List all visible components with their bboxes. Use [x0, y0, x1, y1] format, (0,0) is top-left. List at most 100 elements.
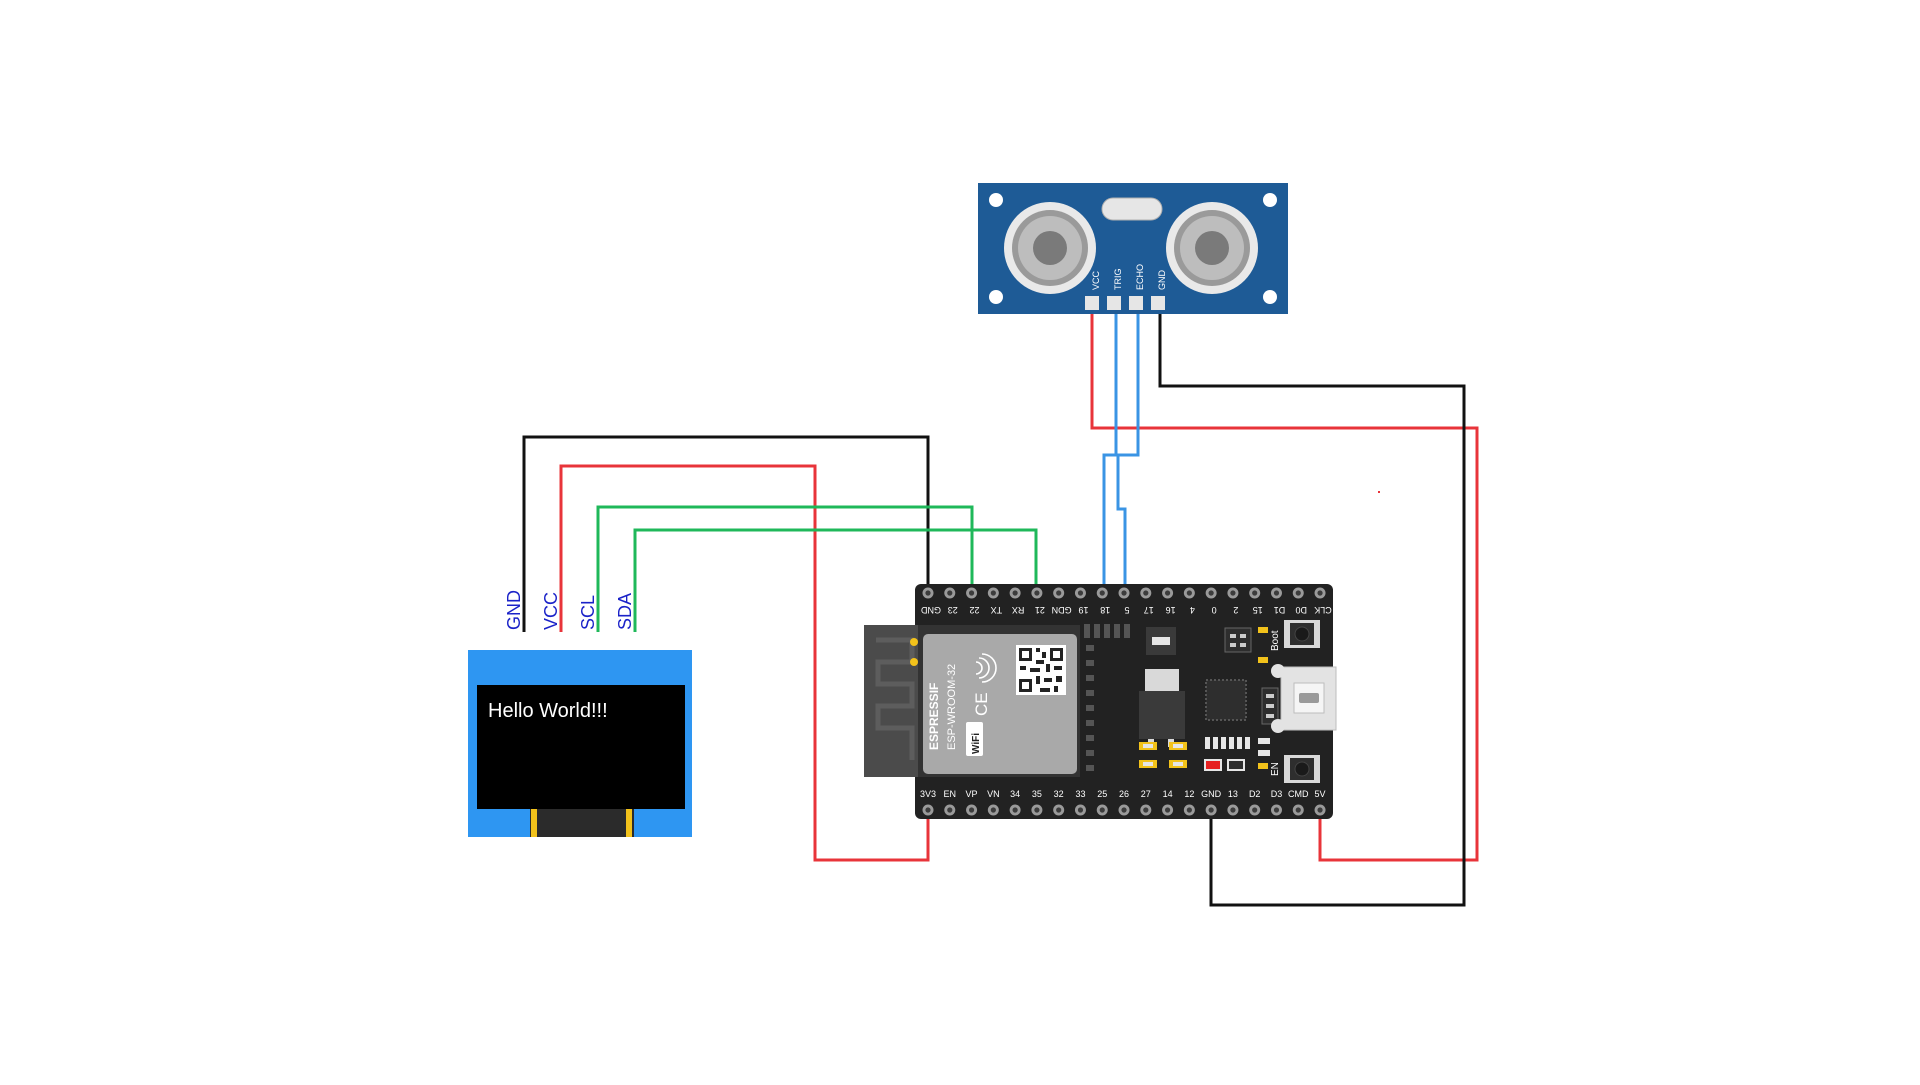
top-pin-label: RX	[1012, 605, 1025, 615]
voltage-regulator	[1145, 669, 1179, 691]
transducer-left	[1004, 202, 1096, 294]
onboard-components	[1139, 627, 1279, 771]
top-pin-label: D1	[1274, 605, 1286, 615]
bottom-pin-hole	[1099, 807, 1105, 813]
en-label: EN	[1270, 762, 1281, 776]
bottom-pin-hole	[1056, 807, 1062, 813]
ultrasonic-pin-vcc	[1085, 296, 1099, 310]
ultrasonic-pin-echo	[1129, 296, 1143, 310]
bottom-pin-hole	[1295, 807, 1301, 813]
bottom-pin-label: D3	[1271, 789, 1283, 799]
mounting-hole	[989, 290, 1003, 304]
bottom-pin-label: 27	[1141, 789, 1151, 799]
top-pin-hole	[1121, 590, 1127, 596]
bottom-pin-hole	[1252, 807, 1258, 813]
ultrasonic-pin-gnd	[1151, 296, 1165, 310]
bottom-pin-hole	[1034, 807, 1040, 813]
wifi-badge	[966, 722, 983, 756]
bottom-pin-label: 32	[1054, 789, 1064, 799]
top-pin-label: 16	[1166, 605, 1176, 615]
module-antenna	[864, 625, 924, 777]
top-pin-label: 18	[1100, 605, 1110, 615]
bottom-pin-label: VN	[987, 789, 1000, 799]
top-pin-label: TX	[991, 605, 1003, 615]
ultrasonic-pin-label-gnd: GND	[1157, 270, 1167, 291]
oled-screen-text: Hello World!!!	[488, 700, 608, 722]
bottom-pin-hole	[1273, 807, 1280, 813]
bottom-pin-label: 14	[1163, 789, 1173, 799]
top-pin-label: 15	[1253, 605, 1263, 615]
bottom-pin-hole	[925, 807, 931, 813]
top-pin-hole	[1295, 590, 1301, 596]
wire-ultrasonic-gnd	[1158, 313, 1466, 907]
top-pin-label: 23	[948, 605, 958, 615]
usb-uart-chip	[1205, 679, 1247, 721]
top-pin-label: 19	[1078, 605, 1088, 615]
top-pin-hole	[1077, 590, 1084, 596]
wifi-signal-icon	[975, 653, 997, 683]
en-reset-button[interactable]	[1284, 755, 1320, 783]
ultrasonic-pin-label-echo: ECHO	[1135, 264, 1145, 290]
top-pin-hole	[1034, 590, 1040, 596]
qr-code-icon	[1016, 645, 1066, 695]
ultrasonic-pin-label-trig: TRIG	[1113, 269, 1123, 291]
transducer-right	[1166, 202, 1258, 294]
ultrasonic-pin-trig	[1107, 296, 1121, 310]
top-pin-label: D0	[1296, 605, 1308, 615]
module-side-pads	[1084, 624, 1130, 771]
top-pin-label: 17	[1144, 605, 1154, 615]
top-pin-hole	[1012, 590, 1018, 596]
boot-button[interactable]	[1284, 620, 1320, 648]
bottom-pin-label: 35	[1032, 789, 1042, 799]
esp-wroom-module: ESPRESSIF ESP-WROOM-32 WiFi CE	[910, 625, 1080, 777]
bottom-pin-label: 25	[1097, 789, 1107, 799]
bottom-pin-hole	[990, 807, 996, 813]
bottom-pin-label: 13	[1228, 789, 1238, 799]
bottom-pin-label: 34	[1010, 789, 1020, 799]
bottom-pin-label: CMD	[1288, 789, 1309, 799]
top-pin-hole	[1186, 590, 1192, 596]
module-brand: ESPRESSIF	[927, 683, 941, 750]
wire-ultrasonic-vcc	[1090, 313, 1479, 862]
top-pin-hole	[947, 590, 953, 596]
wire-oled-gnd	[522, 435, 930, 632]
top-pin-label: GND	[921, 605, 942, 615]
top-pin-hole	[1252, 590, 1258, 596]
top-pin-hole	[1273, 590, 1280, 596]
top-pin-label: 0	[1212, 605, 1217, 615]
oled-pin-labels: GND VCC SCL SDA	[504, 590, 635, 630]
oled-pin-label-gnd: GND	[504, 590, 524, 630]
oled-pin-label-sda: SDA	[615, 593, 635, 630]
oled-ribbon	[530, 809, 634, 837]
bottom-pin-label: 5V	[1315, 789, 1326, 799]
oled-screen	[477, 685, 685, 809]
wires	[522, 313, 1479, 907]
power-led	[1204, 759, 1222, 771]
bottom-pin-hole	[1186, 807, 1192, 813]
top-pin-hole	[990, 590, 996, 596]
ultrasonic-pin-label-vcc: VCC	[1091, 270, 1101, 290]
top-pin-label: 21	[1035, 605, 1045, 615]
bottom-pin-label: D2	[1249, 789, 1261, 799]
module-indicator-dot	[910, 638, 918, 646]
micro-usb-port[interactable]	[1271, 664, 1337, 733]
oled-ribbon-edge-right	[626, 809, 632, 837]
smd-capacitors	[1139, 742, 1187, 768]
bottom-pin-hole	[968, 807, 975, 813]
wire-oled-sda	[633, 528, 1038, 632]
module-model: ESP-WROOM-32	[946, 664, 958, 750]
ultrasonic-sensor: VCC TRIG ECHO GND	[978, 183, 1288, 314]
top-pin-label: GDN	[1052, 605, 1072, 615]
top-pin-hole	[1164, 590, 1171, 596]
wire-oled-vcc	[559, 464, 930, 862]
bottom-pin-label: 12	[1184, 789, 1194, 799]
top-pin-hole	[1143, 590, 1149, 596]
oled-pin-label-vcc: VCC	[541, 592, 561, 630]
bottom-pin-hole	[1164, 807, 1171, 813]
top-pin-label: CLK	[1314, 605, 1332, 615]
bottom-pin-label: 3V3	[920, 789, 936, 799]
